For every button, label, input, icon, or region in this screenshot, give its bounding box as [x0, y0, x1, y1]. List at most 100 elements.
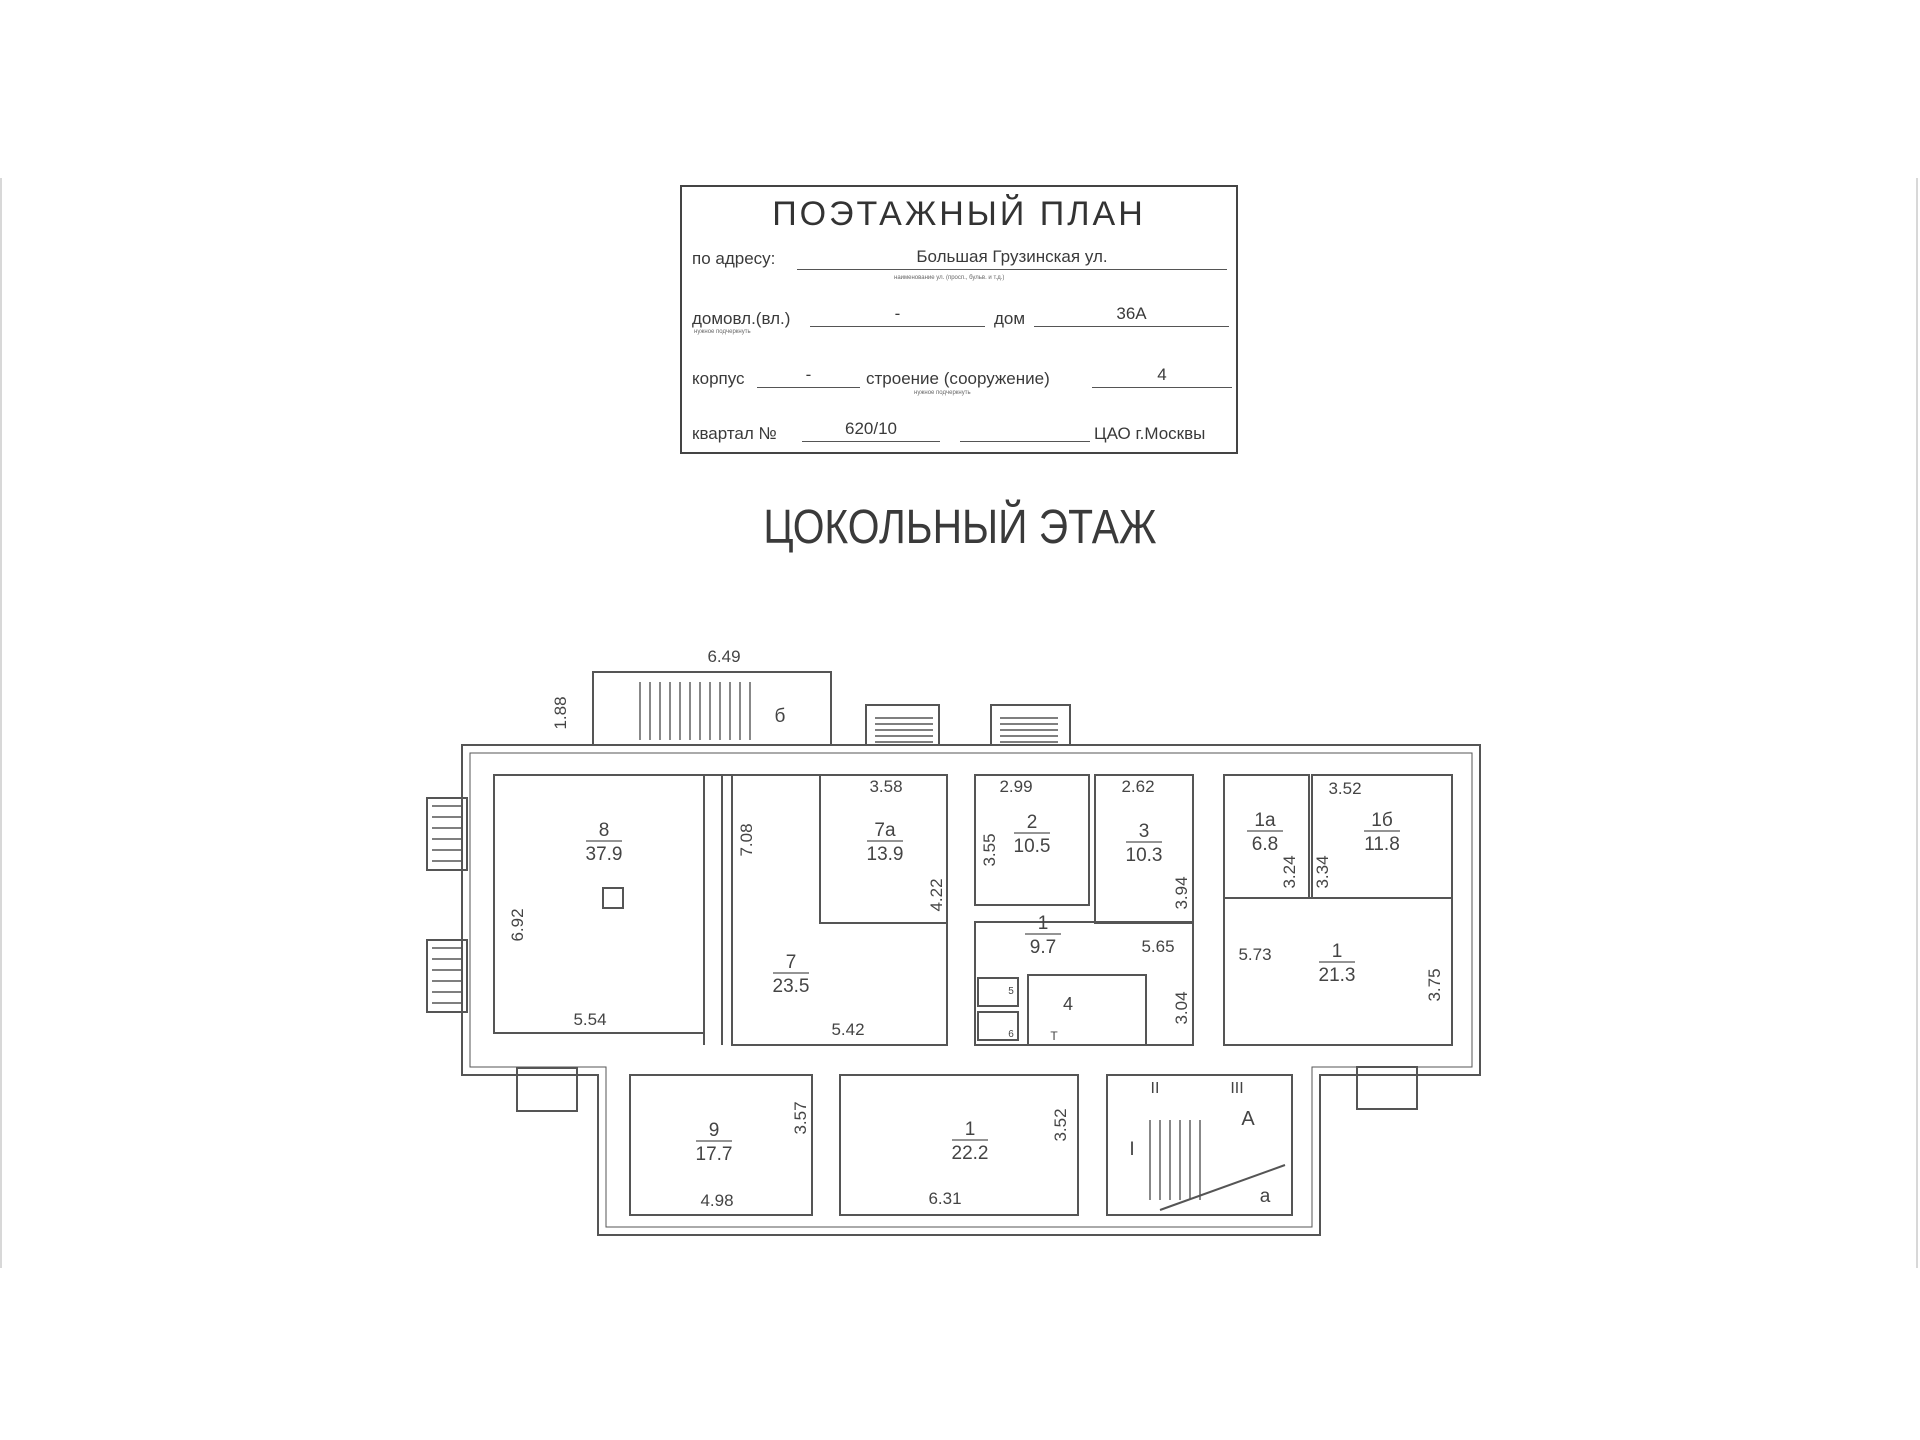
- address-label: по адресу:: [692, 249, 776, 268]
- dimension-label: 3.52: [1051, 1108, 1070, 1141]
- porch-bottom-1: [516, 1067, 578, 1112]
- room-1-right-outline: [1223, 897, 1453, 1046]
- stroenie-label: строение (сооружение): [866, 369, 1050, 388]
- district-label: ЦАО г.Москвы: [1094, 424, 1206, 443]
- room-mark: Т: [1050, 1029, 1058, 1043]
- dimension-label: 3.24: [1280, 855, 1299, 888]
- domovl-hint: нужное подчеркнуть: [694, 329, 751, 335]
- korpus-value: -: [757, 365, 860, 388]
- outer-wall-inner: [469, 752, 1473, 1228]
- column: [602, 887, 624, 909]
- porch-bottom-2: [1356, 1066, 1418, 1110]
- dimension-label: 1.88: [551, 696, 570, 729]
- room-area: 23.5: [773, 976, 810, 997]
- dimension-label: 2.99: [999, 777, 1032, 796]
- address-value: Большая Грузинская ул.: [797, 247, 1227, 270]
- domovl-label: домовл.(вл.): [692, 309, 791, 328]
- room-area: 6.8: [1252, 834, 1278, 855]
- room-area: 9.7: [1030, 937, 1056, 958]
- scan-edge-right: [1916, 178, 1918, 1268]
- dom-label: дом: [994, 309, 1026, 328]
- dimension-label: 6.31: [928, 1189, 961, 1208]
- room-mark: I: [1129, 1139, 1134, 1160]
- stair-annex: [592, 671, 832, 745]
- address-hint: наименование ул. (просп., бульв. и т.д.): [894, 275, 1005, 281]
- dimension-label: 5.65: [1141, 937, 1174, 956]
- room-number: 1а: [1254, 810, 1276, 831]
- stamp-title: ПОЭТАЖНЫЙ ПЛАН: [772, 195, 1146, 233]
- room-number: 8: [599, 820, 610, 841]
- room-area: 37.9: [586, 844, 623, 865]
- room-number: 7а: [874, 820, 896, 841]
- dimension-label: 3.04: [1172, 991, 1191, 1024]
- dimension-label: 6.92: [508, 908, 527, 941]
- dimension-label: 3.52: [1328, 779, 1361, 798]
- dimension-label: 7.08: [737, 823, 756, 856]
- room-number: 2: [1027, 812, 1038, 833]
- room-area: 13.9: [867, 844, 904, 865]
- dimension-label: 3.58: [869, 777, 902, 796]
- kvartal-value: 620/10: [802, 419, 940, 442]
- room-4-outline: [1027, 974, 1147, 1046]
- room-number: 7: [786, 952, 797, 973]
- room-mark: 4: [1063, 994, 1073, 1014]
- room-area: 21.3: [1319, 965, 1356, 986]
- room-number: 1: [1332, 941, 1343, 962]
- dimension-label: 3.75: [1425, 968, 1444, 1001]
- room-number: 1б: [1371, 810, 1393, 831]
- porch-top-1: [865, 704, 940, 746]
- wc-6: [977, 1011, 1019, 1041]
- room-area: 10.3: [1126, 845, 1163, 866]
- room-mark: б: [775, 706, 786, 727]
- room-mark: 5: [1008, 986, 1014, 997]
- room-number: 1: [965, 1119, 976, 1140]
- room-8-outline: [493, 774, 705, 1034]
- room-number: 1: [1038, 913, 1049, 934]
- dimension-label: 5.42: [831, 1020, 864, 1039]
- stroenie-value: 4: [1092, 365, 1232, 388]
- domovl-value: -: [810, 304, 985, 327]
- room-2-outline: [974, 774, 1090, 906]
- room-7-outline: [731, 774, 948, 1046]
- porch-left-2: [426, 939, 468, 1013]
- room-number: 3: [1139, 821, 1150, 842]
- porch-left-1: [426, 797, 468, 871]
- room-labels: 837.97а13.9723.5210.5310.319.71а6.81б11.…: [586, 810, 1400, 1165]
- dimension-label: 6.49: [707, 647, 740, 666]
- scan-edge-left: [0, 178, 2, 1268]
- room-9-outline: [629, 1074, 813, 1216]
- room-area: 22.2: [952, 1143, 989, 1164]
- room-number: 9: [709, 1120, 720, 1141]
- room-mark: 6: [1008, 1029, 1014, 1040]
- dimension-label: 4.98: [700, 1191, 733, 1210]
- room-area: 10.5: [1014, 836, 1051, 857]
- dimension-label: 5.73: [1238, 945, 1271, 964]
- kvartal-label: квартал №: [692, 424, 777, 443]
- dimension-label: 3.94: [1172, 876, 1191, 909]
- wc-5: [977, 977, 1019, 1007]
- room-mark: А: [1241, 1108, 1255, 1130]
- dimension-label: 3.57: [791, 1101, 810, 1134]
- room-1-bottom-outline: [839, 1074, 1079, 1216]
- dimension-label: 4.22: [927, 878, 946, 911]
- room-area: 11.8: [1364, 834, 1400, 855]
- floor-title: ЦОКОЛЬНЫЙ ЭТАЖ: [763, 501, 1157, 554]
- room-mark: III: [1230, 1080, 1243, 1097]
- room-7a-outline: [819, 774, 948, 924]
- dimension-label: 5.54: [573, 1010, 606, 1029]
- stair-steps: [432, 682, 1201, 1200]
- dimension-label: 2.62: [1121, 777, 1154, 796]
- room-mark: II: [1151, 1080, 1160, 1097]
- dom-value: 36А: [1034, 304, 1229, 327]
- corridor-wall: [703, 774, 815, 1045]
- stair-diagonal: [1159, 1164, 1286, 1211]
- dimension-label: 3.55: [980, 833, 999, 866]
- walls: [426, 671, 1481, 1236]
- stroenie-hint: нужное подчеркнуть: [914, 390, 971, 396]
- room-mark: а: [1260, 1186, 1271, 1207]
- title-stamp: ПОЭТАЖНЫЙ ПЛАН по адресу: Большая Грузин…: [680, 185, 1238, 454]
- porch-top-2: [990, 704, 1071, 746]
- outer-wall: [461, 744, 1481, 1236]
